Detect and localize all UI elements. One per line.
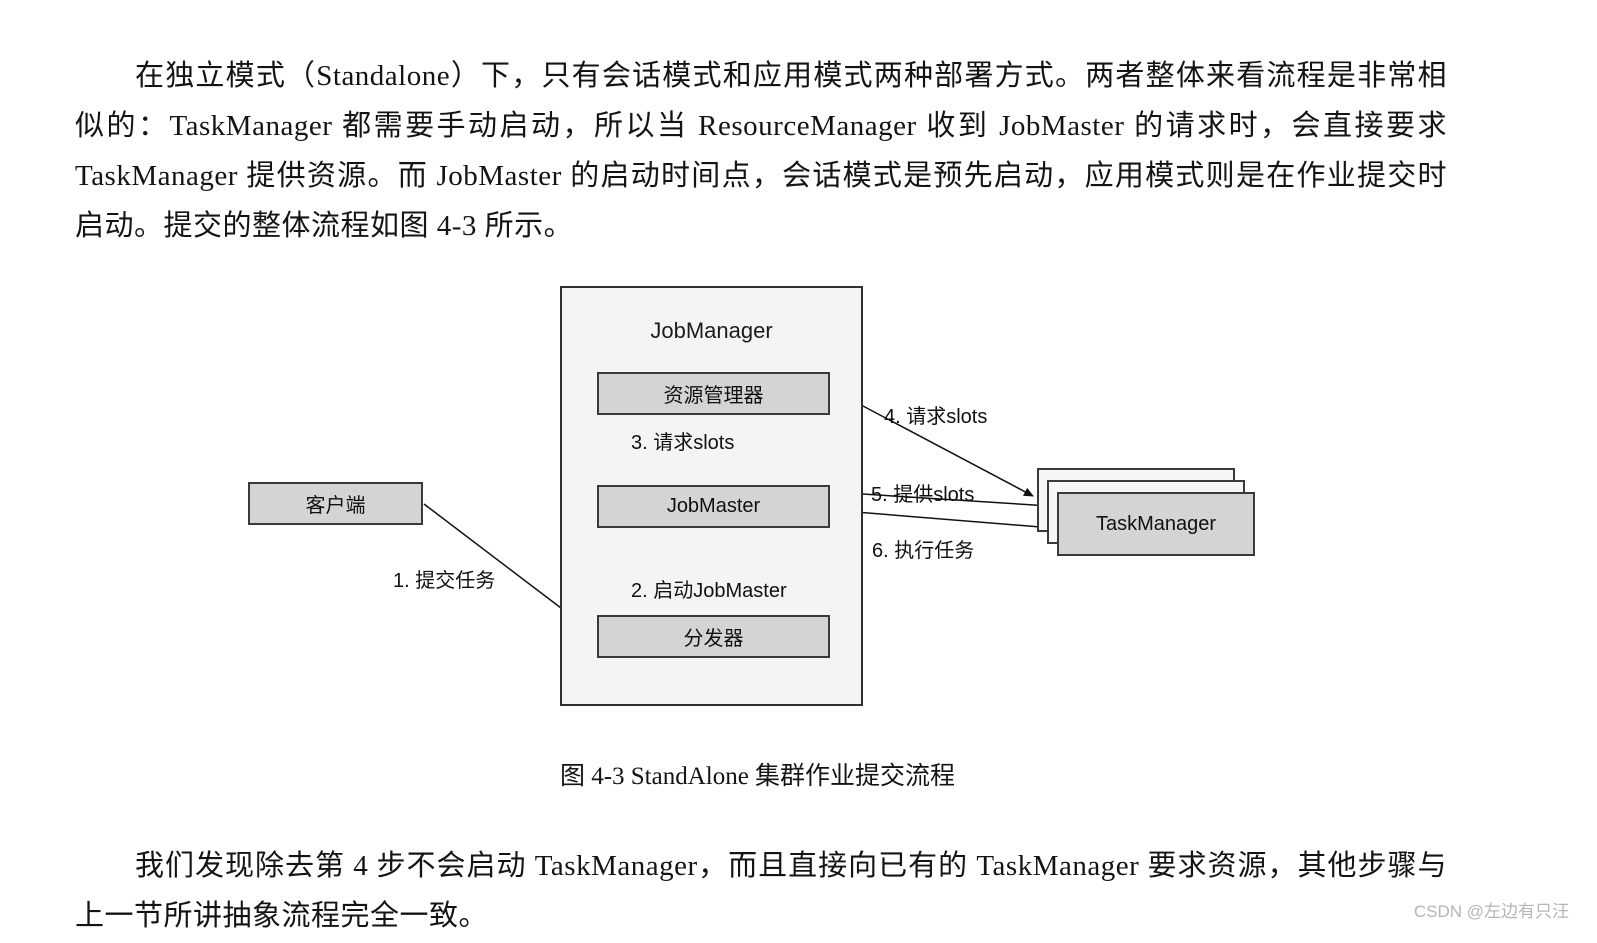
arrow-4-label: 4. 请求slots: [884, 406, 988, 428]
paragraph-intro: 在独立模式（Standalone）下，只有会话模式和应用模式两种部署方式。两者整…: [75, 60, 1447, 242]
taskmanager-box-front: TaskManager: [1057, 492, 1255, 556]
figure-4-3-diagram: JobManager 资源管理器 JobMaster 分发器 客户端 TaskM…: [240, 280, 1275, 720]
dispatcher-box: 分发器: [597, 615, 830, 658]
arrow-5-label: 5. 提供slots: [871, 484, 975, 506]
csdn-watermark: CSDN @左边有只汪: [1413, 902, 1569, 921]
figure-caption: 图 4-3 StandAlone 集群作业提交流程: [559, 763, 956, 790]
client-box: 客户端: [248, 482, 423, 525]
jobmanager-panel: JobManager 资源管理器 JobMaster 分发器: [560, 286, 863, 706]
jobmaster-box: JobMaster: [597, 485, 830, 528]
paragraph-conclusion: 我们发现除去第 4 步不会启动 TaskManager，而且直接向已有的 Tas…: [75, 850, 1447, 932]
arrow-1-label: 1. 提交任务: [393, 570, 496, 592]
arrow-6-line: [830, 509, 1054, 532]
arrow-3-label: 3. 请求slots: [631, 432, 735, 454]
resource-manager-box: 资源管理器: [597, 372, 830, 415]
arrow-6-label: 6. 执行任务: [872, 540, 975, 562]
jobmanager-title: JobManager: [650, 318, 773, 343]
arrow-2-label: 2. 启动JobMaster: [631, 580, 787, 602]
